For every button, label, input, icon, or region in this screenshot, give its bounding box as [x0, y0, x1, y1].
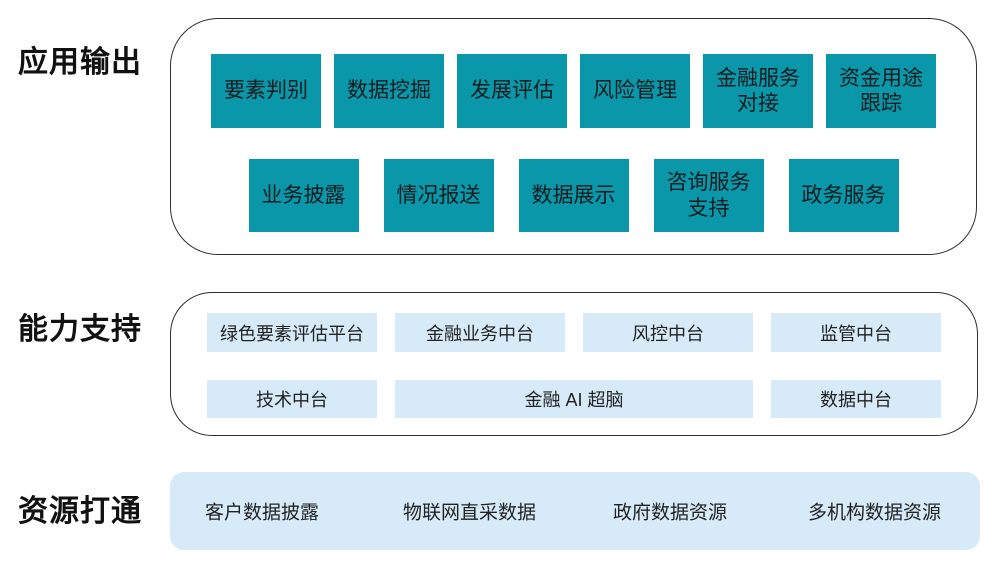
app-output-box: 风险管理	[580, 54, 690, 128]
section-label-resources: 资源打通	[18, 495, 142, 528]
app-output-box: 要素判别	[211, 54, 321, 128]
app-output-box: 业务披露	[248, 159, 359, 232]
app-output-box: 咨询服务 支持	[653, 159, 764, 232]
capability-panel: 绿色要素评估平台 金融业务中台 风控中台 监管中台 技术中台 金融 AI 超脑 …	[170, 292, 978, 436]
app-output-row-1: 要素判别 数据挖掘 发展评估 风险管理 金融服务 对接 资金用途 跟踪	[171, 54, 976, 128]
resource-item: 多机构数据资源	[808, 502, 942, 524]
app-output-box: 数据挖掘	[334, 54, 444, 128]
capability-box: 监管中台	[771, 313, 941, 352]
capability-box: 风控中台	[583, 313, 753, 352]
capability-row-2: 技术中台 金融 AI 超脑 数据中台	[171, 380, 977, 418]
capability-box: 技术中台	[207, 380, 377, 418]
capability-box: 绿色要素评估平台	[207, 313, 377, 352]
app-output-box: 资金用途 跟踪	[826, 54, 936, 128]
section-label-capability: 能力支持	[18, 313, 142, 346]
capability-row-1: 绿色要素评估平台 金融业务中台 风控中台 监管中台	[171, 313, 977, 352]
app-output-box: 数据展示	[518, 159, 629, 232]
capability-box-ai-brain: 金融 AI 超脑	[395, 380, 753, 418]
app-output-box: 金融服务 对接	[703, 54, 813, 128]
resource-item: 客户数据披露	[205, 502, 320, 524]
app-output-panel: 要素判别 数据挖掘 发展评估 风险管理 金融服务 对接 资金用途 跟踪 业务披露…	[170, 18, 977, 255]
app-output-row-2: 业务披露 情况报送 数据展示 咨询服务 支持 政务服务	[171, 159, 976, 232]
section-label-app-output: 应用输出	[18, 46, 142, 79]
resources-band: 客户数据披露 物联网直采数据 政府数据资源 多机构数据资源	[170, 472, 980, 550]
resource-item: 政府数据资源	[613, 502, 728, 524]
capability-box: 数据中台	[771, 380, 941, 418]
capability-box: 金融业务中台	[395, 313, 565, 352]
app-output-box: 情况报送	[383, 159, 494, 232]
resource-item: 物联网直采数据	[403, 502, 537, 524]
app-output-box: 发展评估	[457, 54, 567, 128]
app-output-box: 政务服务	[788, 159, 899, 232]
